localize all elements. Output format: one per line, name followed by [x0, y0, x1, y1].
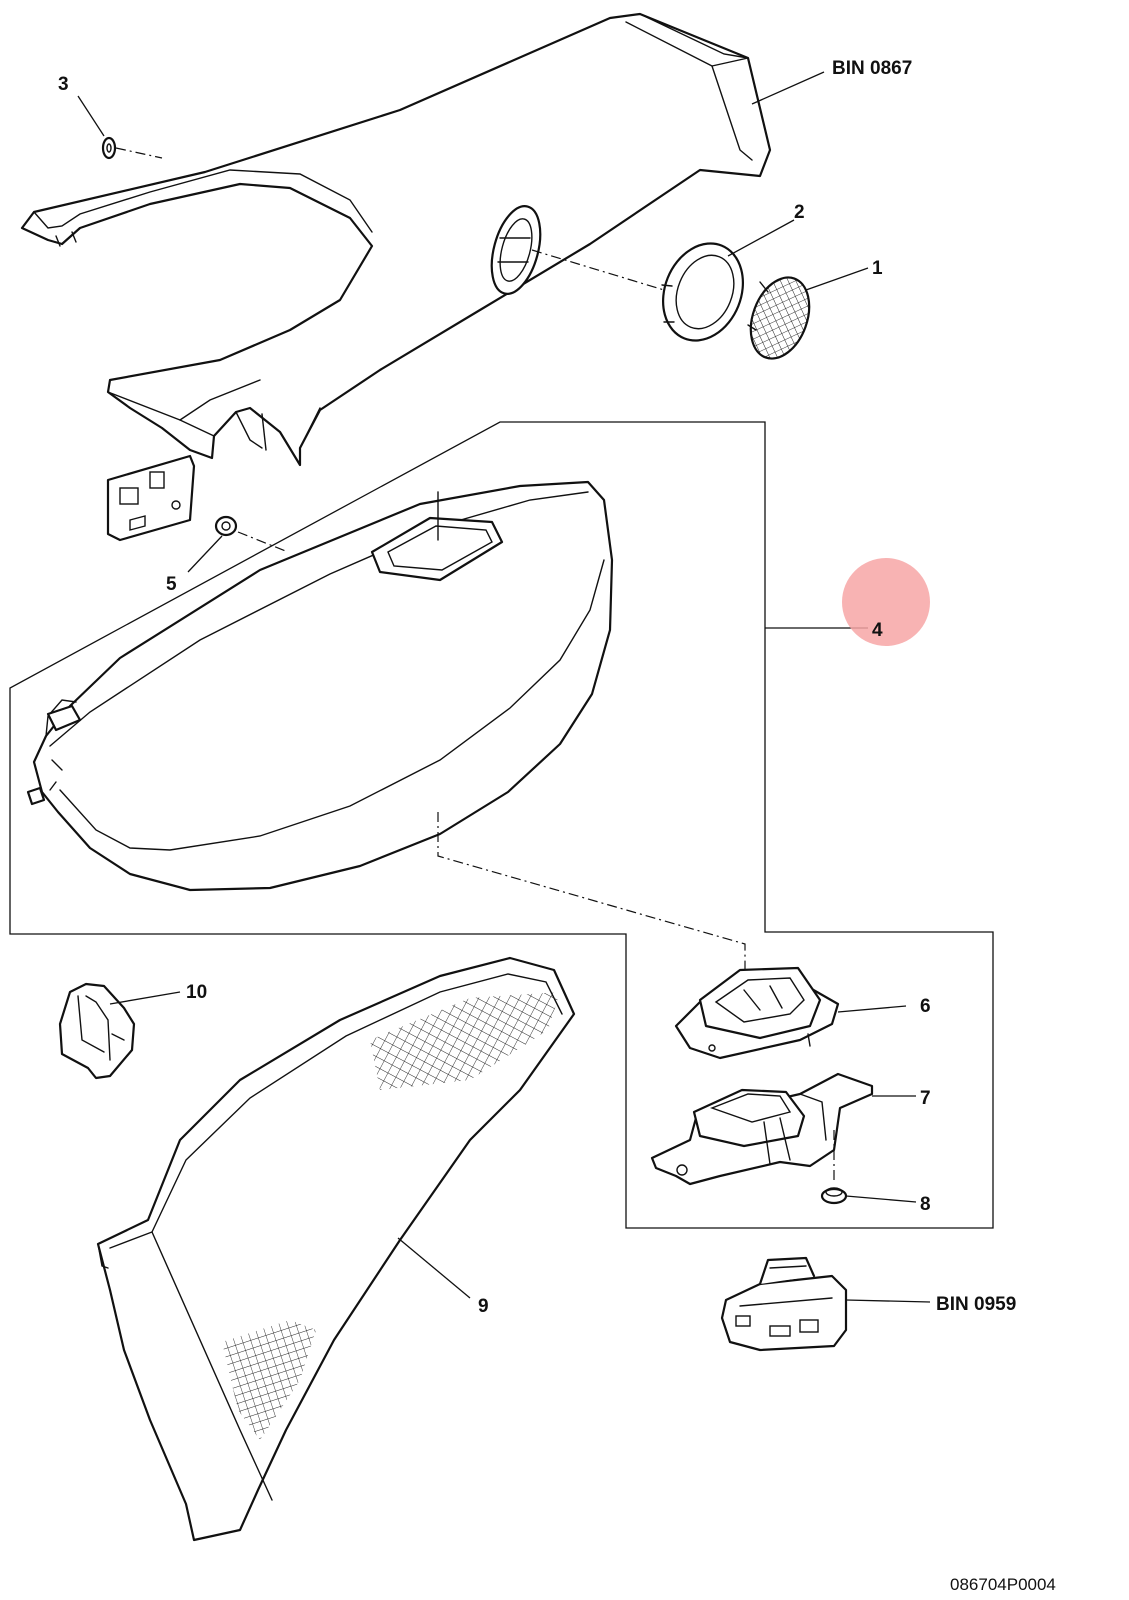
- speaker-ring-part-2: [531, 242, 745, 342]
- label-part-9: 9: [478, 1296, 489, 1317]
- switch-bezel-part-6: [674, 966, 840, 1060]
- window-switch-bin-0959: [720, 1256, 848, 1352]
- leader-lines: [77, 71, 931, 1303]
- speaker-grille-part-1: [747, 276, 811, 360]
- label-bin-0867: BIN 0867: [832, 58, 912, 79]
- label-part-8: 8: [920, 1194, 931, 1215]
- label-bin-0959: BIN 0959: [936, 1294, 1016, 1315]
- lower-trim-panel-part-9: [96, 956, 576, 1542]
- label-part-7: 7: [920, 1088, 931, 1109]
- clip-part-3: [101, 136, 163, 160]
- label-part-1: 1: [872, 258, 883, 279]
- upper-door-trim-panel: [20, 12, 772, 467]
- assembly-frame: [9, 421, 994, 1229]
- label-part-2: 2: [794, 202, 805, 223]
- armrest-panel-part-4: [26, 480, 746, 990]
- clip-part-10: [58, 982, 136, 1080]
- label-part-3: 3: [58, 74, 69, 95]
- highlight-marker: [842, 558, 930, 646]
- grommet-part-5: [214, 515, 289, 553]
- label-part-10: 10: [186, 982, 207, 1003]
- nut-part-8: [820, 1187, 848, 1205]
- switch-bracket-part-7: [650, 1072, 874, 1186]
- label-part-5: 5: [166, 574, 177, 595]
- drawing-number: 086704P0004: [950, 1575, 1056, 1594]
- label-part-4: 4: [872, 620, 883, 641]
- label-part-6: 6: [920, 996, 931, 1017]
- mounting-bracket: [106, 454, 196, 542]
